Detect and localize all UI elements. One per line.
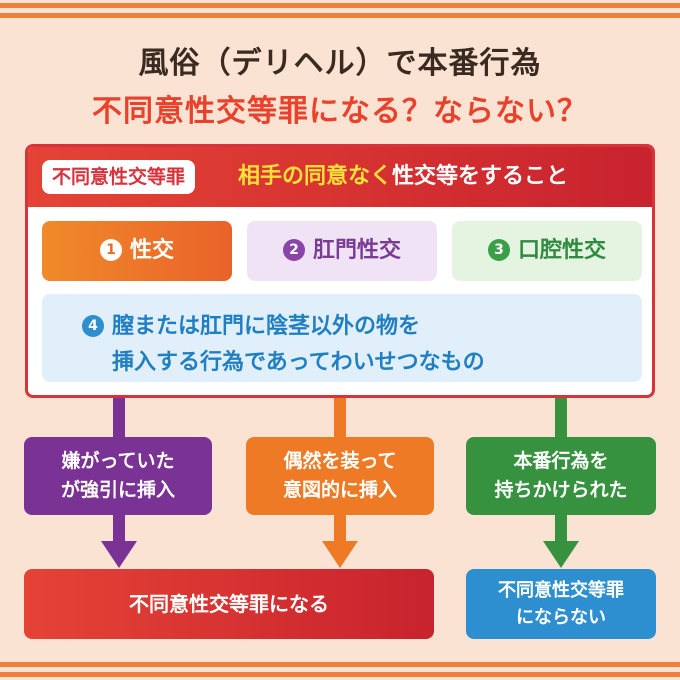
- arrow-head-green: [543, 541, 579, 568]
- result-not-guilty-line-2: にならない: [516, 607, 606, 628]
- arrow-head-purple: [101, 541, 137, 568]
- case-2-line-2: 意図的に挿入: [282, 479, 397, 501]
- act-box-2: 2 肛門性交: [247, 221, 437, 281]
- act-number-3: 3: [487, 239, 510, 261]
- act-label-3: 口腔性交: [517, 238, 606, 263]
- top-stripe-2: [0, 13, 680, 18]
- case-3-line-2: 持ちかけられた: [494, 479, 628, 501]
- result-not-guilty-box: 不同意性交等罪 にならない: [466, 569, 656, 639]
- act-label-4-line-2: 挿入する行為であってわいせつなもの: [112, 350, 485, 375]
- act-box-3: 3 口腔性交: [452, 221, 642, 281]
- act-label-4-line-1: 膣または肛門に陰茎以外の物を: [112, 314, 421, 339]
- top-stripe-1: [0, 3, 680, 8]
- arrow-shaft-green-bottom: [555, 515, 567, 541]
- definition-highlight: 相手の同意なく: [238, 164, 393, 189]
- act-number-4: 4: [82, 315, 104, 337]
- act-number-1: 1: [99, 239, 122, 261]
- crime-name-badge: 不同意性交等罪: [42, 160, 196, 194]
- case-3-line-1: 本番行為を: [513, 450, 609, 472]
- definition-text: 相手の同意なく性交等をすること: [238, 147, 568, 207]
- result-not-guilty-line-1: 不同意性交等罪: [498, 580, 624, 601]
- act-label-2: 肛門性交: [312, 238, 401, 263]
- title-line-1: 風俗（デリヘル）で本番行為: [138, 46, 542, 81]
- act-label-1: 性交: [129, 238, 174, 263]
- act-box-4: 4 膣または肛門に陰茎以外の物を 挿入する行為であってわいせつなもの: [42, 294, 642, 382]
- act-number-2: 2: [282, 239, 305, 261]
- bottom-stripe-2: [0, 672, 680, 677]
- result-guilty-box: 不同意性交等罪になる: [24, 569, 434, 639]
- arrow-shaft-purple-top: [113, 398, 125, 437]
- arrow-shaft-orange-bottom: [334, 515, 346, 541]
- case-1-line-2: が強引に挿入: [60, 479, 175, 501]
- arrow-head-orange: [322, 541, 358, 568]
- definition-rest: 性交等をすること: [392, 164, 569, 189]
- act-box-1: 1 性交: [42, 221, 232, 281]
- arrow-shaft-orange-top: [334, 398, 346, 437]
- case-box-3: 本番行為を 持ちかけられた: [466, 437, 656, 515]
- case-box-1: 嫌がっていた が強引に挿入: [24, 437, 212, 515]
- arrow-shaft-green-top: [555, 398, 567, 437]
- arrow-shaft-purple-bottom: [113, 515, 125, 541]
- bottom-stripe-1: [0, 662, 680, 667]
- title-line-2: 不同意性交等罪になる？ならない？: [92, 94, 588, 129]
- case-box-2: 偶然を装って 意図的に挿入: [246, 437, 434, 515]
- case-1-line-1: 嫌がっていた: [61, 450, 175, 472]
- case-2-line-1: 偶然を装って: [283, 450, 397, 472]
- definition-header: 不同意性交等罪 相手の同意なく性交等をすること: [28, 147, 652, 207]
